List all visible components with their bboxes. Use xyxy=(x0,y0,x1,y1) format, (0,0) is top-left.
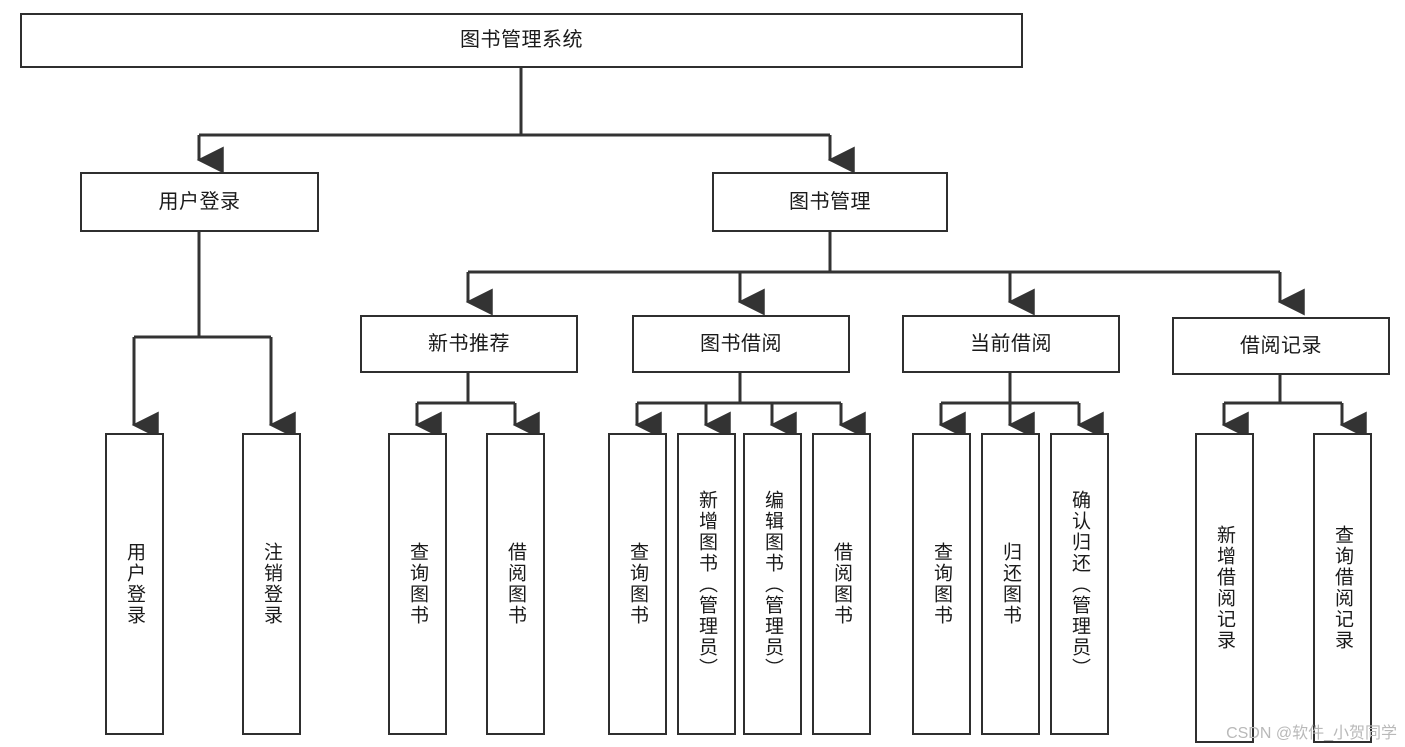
node-new-book-recommendation[interactable]: 新书推荐 xyxy=(360,315,578,373)
node-label: 查询图书 xyxy=(627,542,648,626)
csdn-watermark: CSDN @软件_小贺同学 xyxy=(1226,725,1397,742)
node-label: 借阅记录 xyxy=(1240,334,1322,357)
node-label: 借阅图书 xyxy=(831,542,852,626)
leaf-user-login-do-login[interactable]: 用户登录 xyxy=(105,433,164,735)
leaf-borrow-query-books[interactable]: 查询图书 xyxy=(608,433,667,735)
node-book-borrowing[interactable]: 图书借阅 xyxy=(632,315,850,373)
leaf-borrow-edit-book-admin[interactable]: 编辑图书（管理员） xyxy=(743,433,802,735)
node-label: 用户登录 xyxy=(124,542,145,626)
node-label: 新增图书（管理员） xyxy=(696,489,717,679)
node-user-login[interactable]: 用户登录 xyxy=(80,172,319,232)
leaf-new-book-query-books[interactable]: 查询图书 xyxy=(388,433,447,735)
leaf-current-query-books[interactable]: 查询图书 xyxy=(912,433,971,735)
node-label: 查询图书 xyxy=(407,542,428,626)
node-label: 用户登录 xyxy=(158,190,241,213)
leaf-records-query-record[interactable]: 查询借阅记录 xyxy=(1313,433,1372,743)
leaf-current-return-books[interactable]: 归还图书 xyxy=(981,433,1040,735)
leaf-borrow-add-book-admin[interactable]: 新增图书（管理员） xyxy=(677,433,736,735)
node-label: 当前借阅 xyxy=(970,332,1052,355)
node-root-book-management-system[interactable]: 图书管理系统 xyxy=(20,13,1023,68)
node-label: 借阅图书 xyxy=(505,542,526,626)
node-label: 确认归还（管理员） xyxy=(1069,489,1090,679)
node-label: 图书管理系统 xyxy=(460,29,583,51)
leaf-borrow-borrow-books[interactable]: 借阅图书 xyxy=(812,433,871,735)
node-label: 查询图书 xyxy=(931,542,952,626)
node-label: 查询借阅记录 xyxy=(1332,525,1353,651)
node-label: 新增借阅记录 xyxy=(1214,525,1235,651)
node-label: 编辑图书（管理员） xyxy=(762,489,783,679)
leaf-user-login-logout[interactable]: 注销登录 xyxy=(242,433,301,735)
node-label: 注销登录 xyxy=(261,542,282,626)
node-label: 图书借阅 xyxy=(700,332,782,355)
node-borrowing-records[interactable]: 借阅记录 xyxy=(1172,317,1390,375)
node-current-borrowing[interactable]: 当前借阅 xyxy=(902,315,1120,373)
node-label: 归还图书 xyxy=(1000,542,1021,626)
node-label: 图书管理 xyxy=(789,190,871,213)
leaf-new-book-borrow-books[interactable]: 借阅图书 xyxy=(486,433,545,735)
node-label: 新书推荐 xyxy=(428,332,510,355)
leaf-records-add-record[interactable]: 新增借阅记录 xyxy=(1195,433,1254,743)
leaf-current-confirm-return-admin[interactable]: 确认归还（管理员） xyxy=(1050,433,1109,735)
node-book-management[interactable]: 图书管理 xyxy=(712,172,948,232)
